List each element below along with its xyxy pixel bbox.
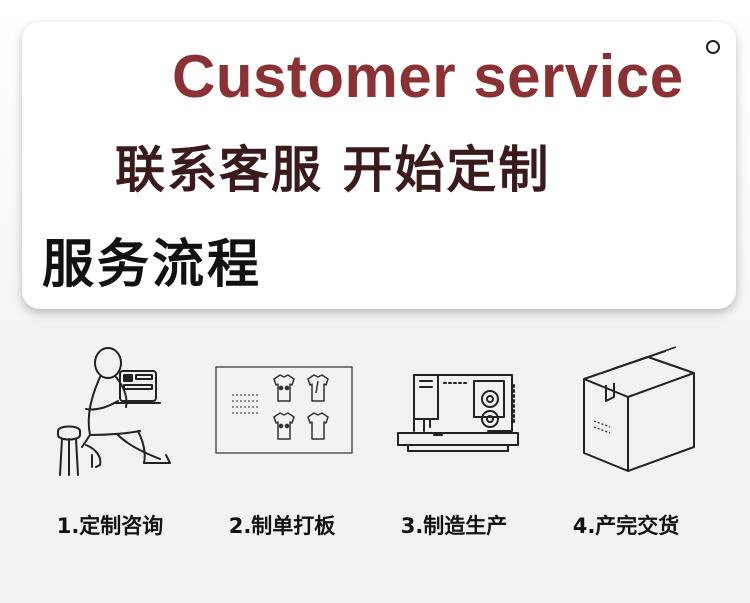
tshirt-board-icon [215,366,353,454]
step-label: 1.定制咨询 [56,514,164,538]
step-label: 2.制单打板 [228,514,336,538]
step-production: 3.制造生产 [364,335,544,555]
step-sampling: 2.制单打板 [192,335,372,555]
step-label: 4.产完交货 [572,514,680,538]
step-consult: 1.定制咨询 [20,335,200,555]
step-delivery: 4.产完交货 [536,335,716,555]
person-laptop-icon [57,347,171,476]
title-english: Customer service [172,43,684,110]
header-card: Customer service 联系客服 开始定制 服务流程 [22,22,736,309]
step-label: 3.制造生产 [400,514,508,538]
section-title: 服务流程 [42,235,263,295]
box-icon [583,346,695,472]
title-chinese: 联系客服 开始定制 [115,141,551,199]
sewing-machine-icon [397,374,519,452]
circle-mark-icon [706,40,720,54]
